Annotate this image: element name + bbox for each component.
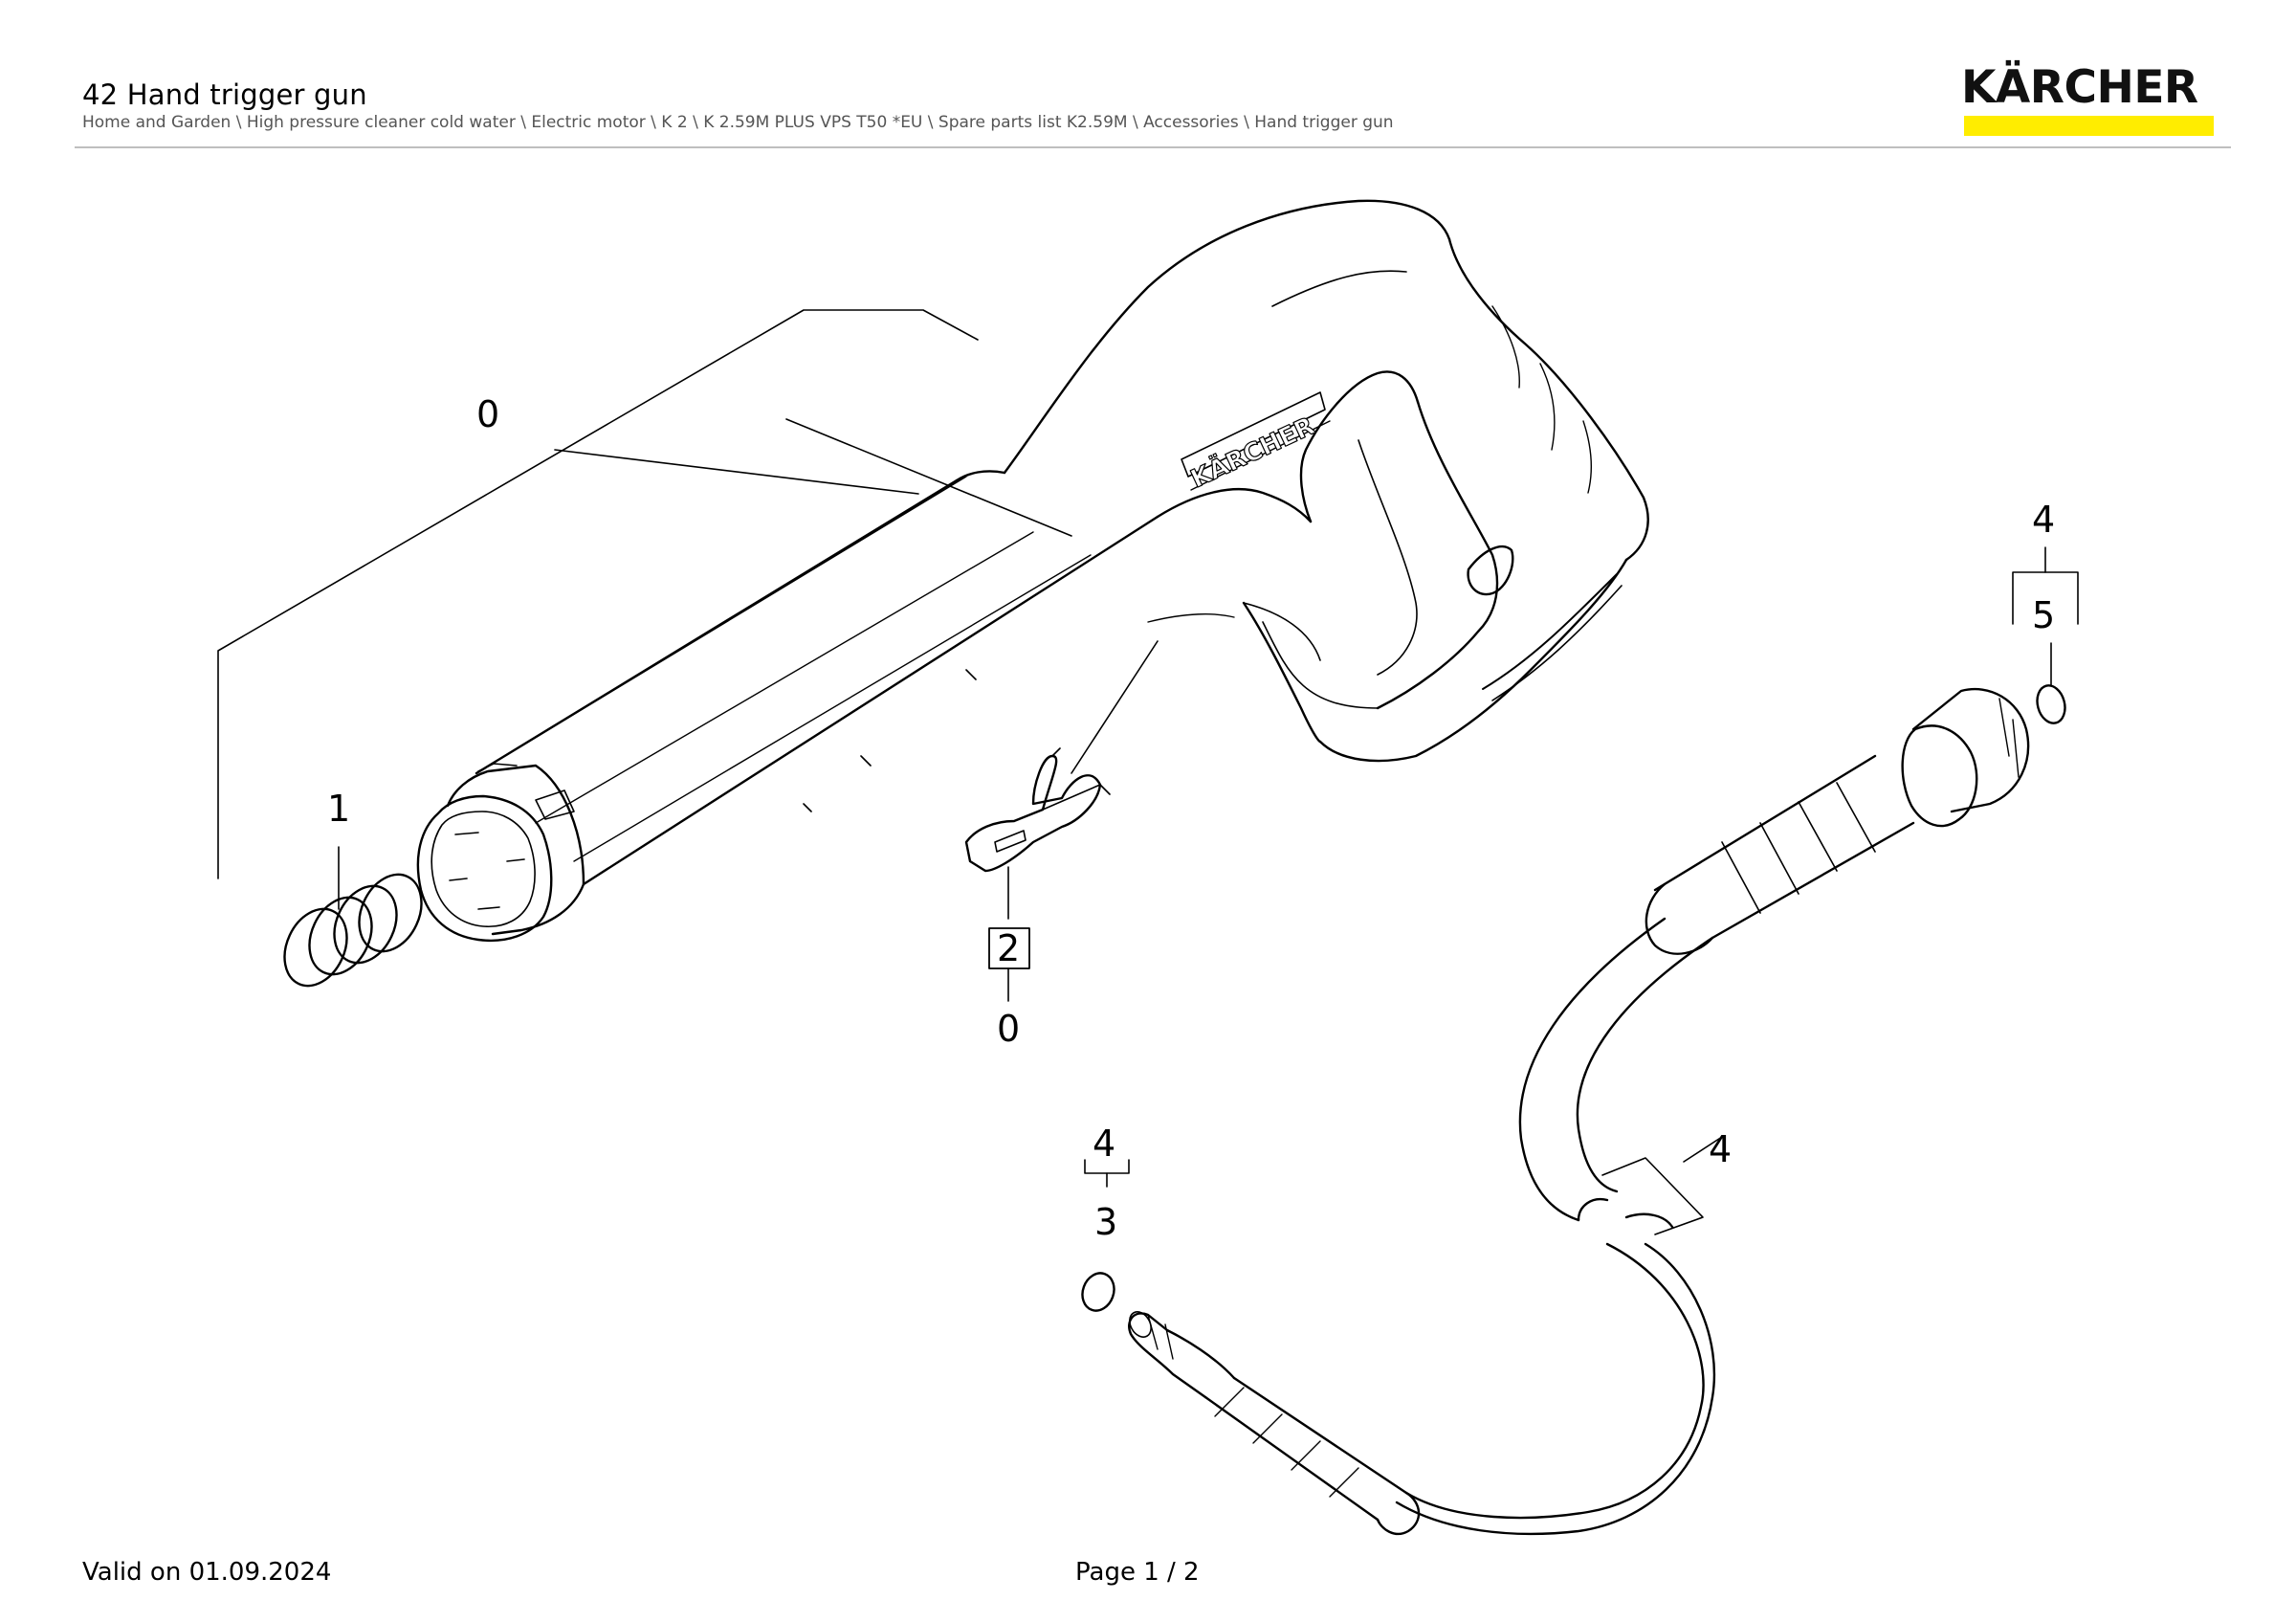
oring-right-part (2012, 546, 2079, 724)
trigger-gun-body (217, 199, 1649, 943)
page-title: 42 Hand trigger gun (82, 78, 367, 111)
karcher-logo: KÄRCHER (1961, 61, 2198, 114)
callout-4-oring-right: 4 (2032, 499, 2055, 541)
hose-part (1128, 688, 2030, 1536)
callout-0-clip: 0 (997, 1008, 1020, 1050)
callout-1-spring: 1 (327, 788, 350, 830)
callout-4-oring-left: 4 (1093, 1123, 1115, 1165)
page-number: Page 1 / 2 (1075, 1558, 1200, 1587)
header-divider (75, 146, 2231, 148)
callout-4-hose: 4 (1709, 1128, 1732, 1170)
valid-date: Valid on 01.09.2024 (82, 1558, 332, 1587)
callout-0-gun: 0 (476, 393, 499, 435)
breadcrumb: Home and Garden \ High pressure cleaner … (82, 113, 1394, 132)
spring-part (283, 846, 423, 988)
callout-3-oring-left: 3 (1094, 1201, 1117, 1243)
callout-5-oring-right: 5 (2032, 594, 2055, 636)
clip-part (964, 640, 1159, 1002)
gun-logo-text: KÄRCHER (1185, 411, 1318, 495)
logo-yellow-bar (1964, 116, 2214, 136)
oring-left-part (1081, 1159, 1130, 1312)
callout-2-clip: 2 (997, 927, 1020, 969)
